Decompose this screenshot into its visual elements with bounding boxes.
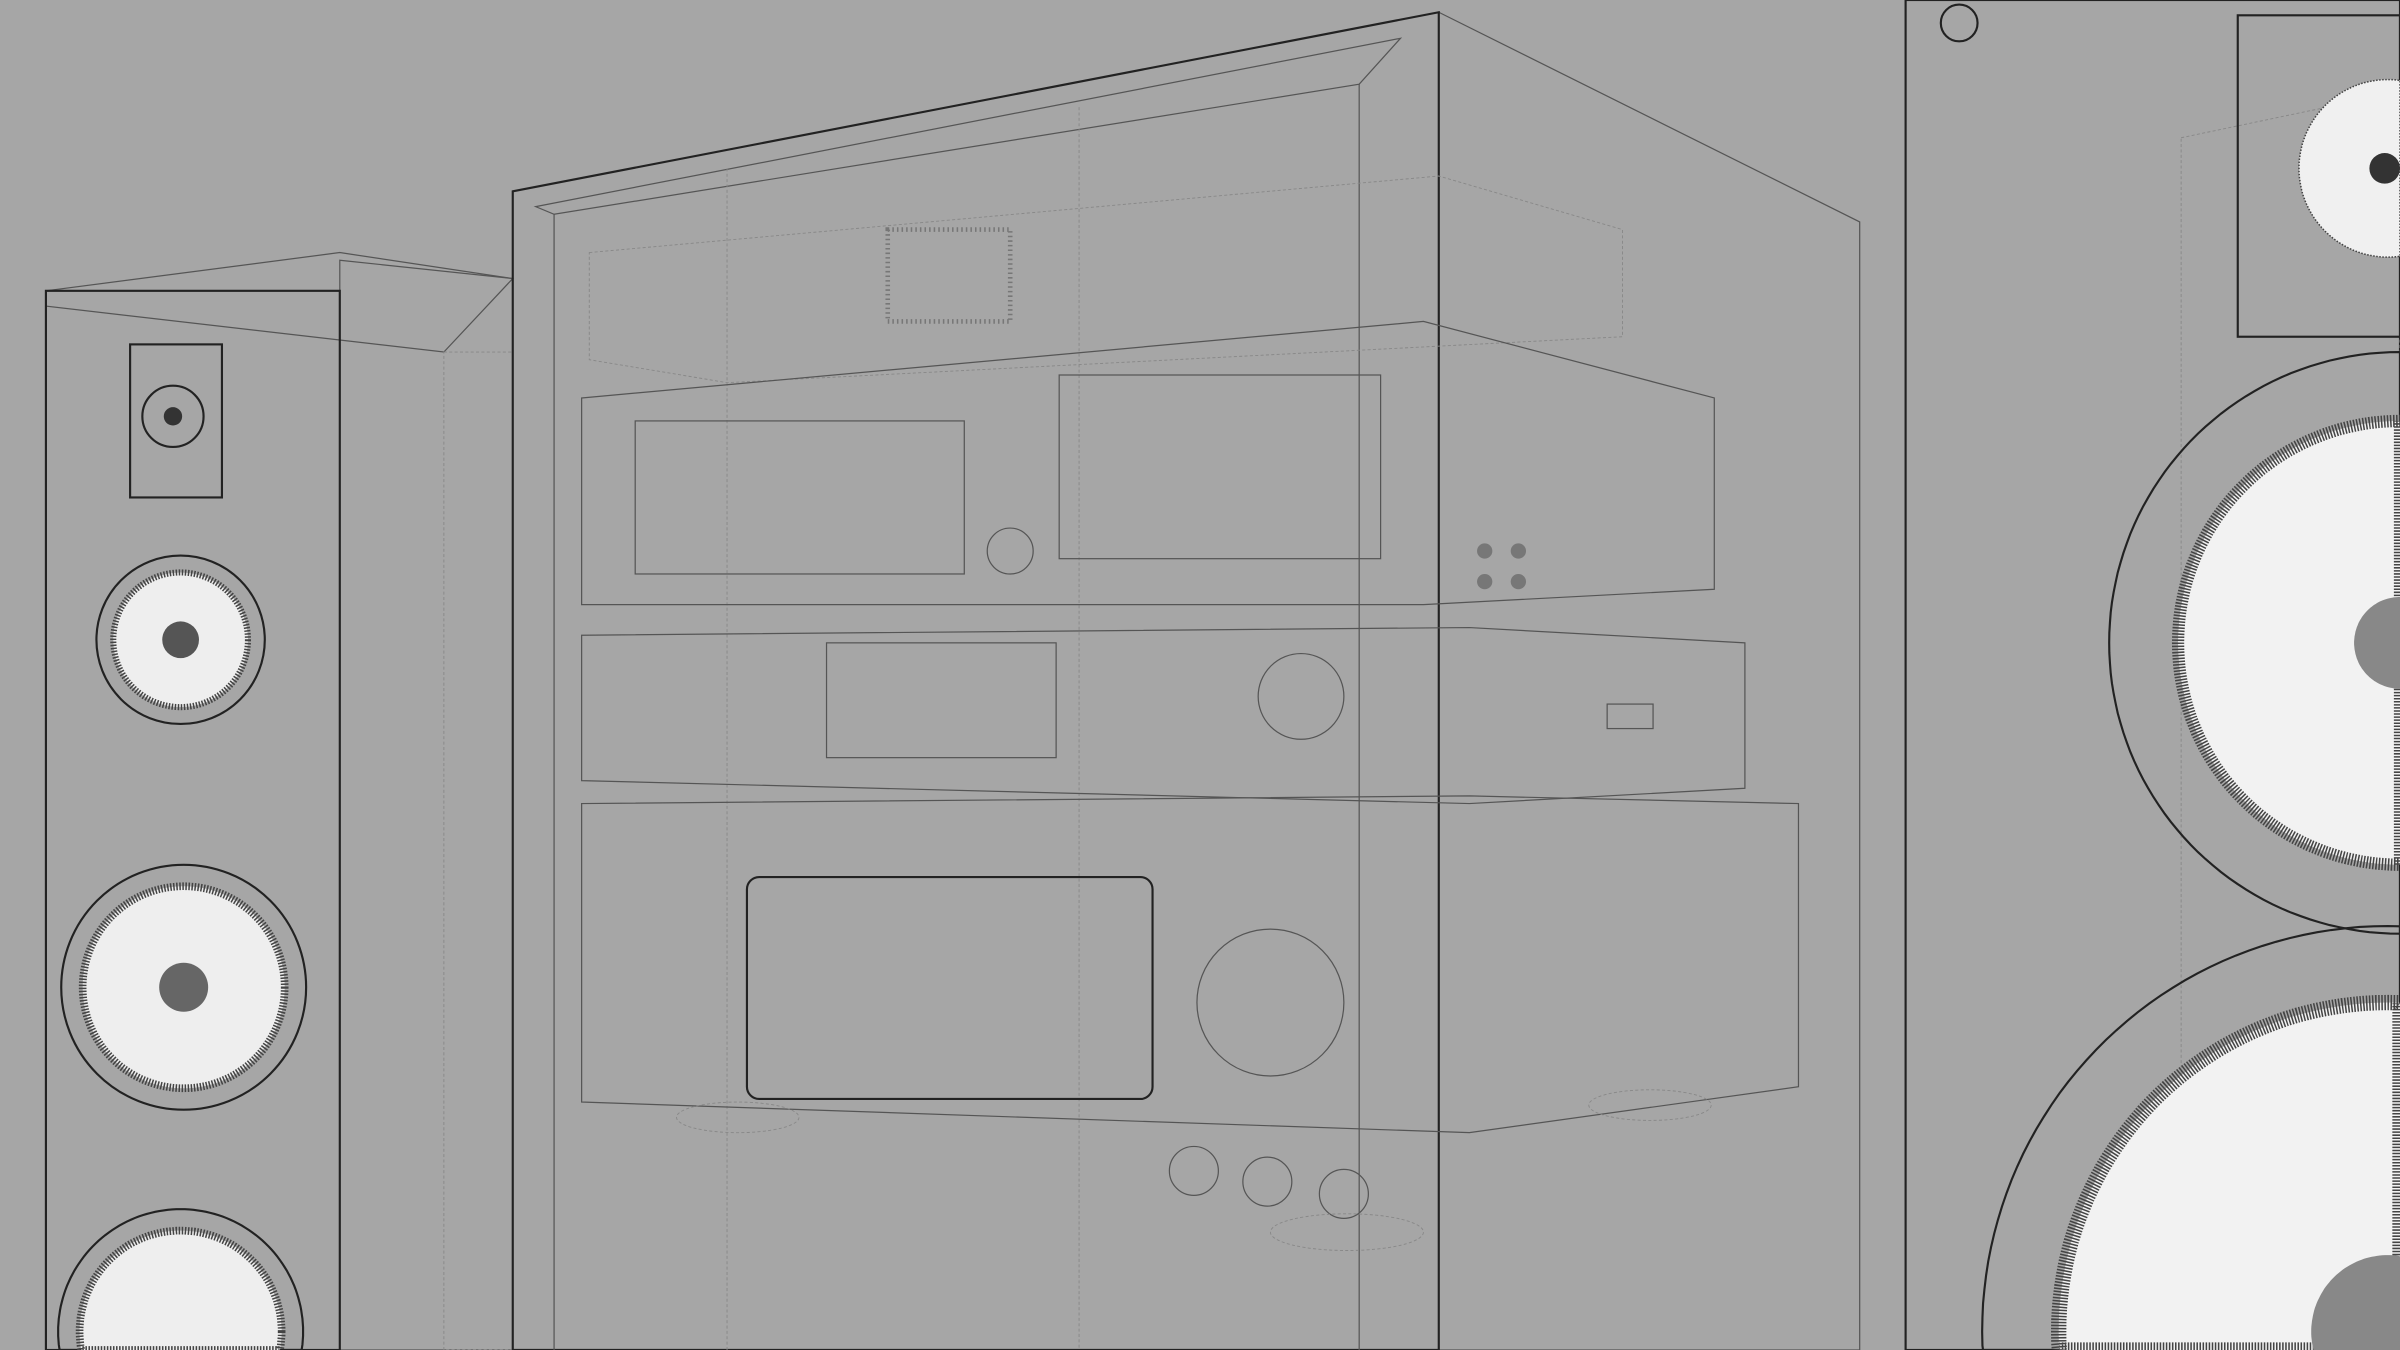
woofer-icon xyxy=(57,1208,305,1350)
woofer-icon xyxy=(60,863,308,1111)
left-speaker xyxy=(44,251,514,1350)
right-speaker xyxy=(1904,0,2400,1350)
cassette-deck xyxy=(581,320,1715,606)
tweeter-icon xyxy=(2236,14,2400,338)
woofer-icon xyxy=(2108,350,2400,935)
tweeter-icon xyxy=(129,343,224,499)
amplifier-top xyxy=(588,175,1623,384)
woofer-icon xyxy=(1981,924,2400,1350)
glass-cabinet xyxy=(511,10,1861,1350)
cd-player xyxy=(581,626,1746,805)
woofer-icon xyxy=(95,554,266,726)
receiver xyxy=(581,795,1800,1251)
